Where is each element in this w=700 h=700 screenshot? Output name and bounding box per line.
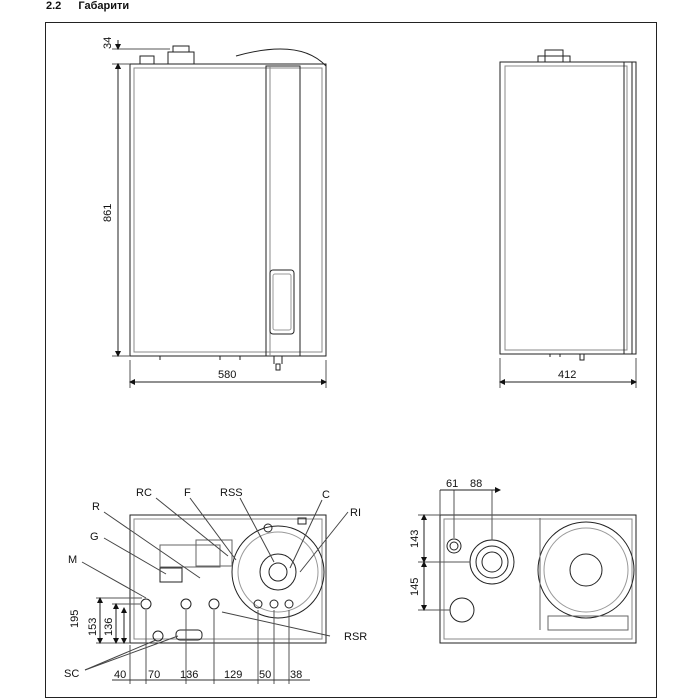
bottom-view — [81, 497, 349, 684]
figure-frame — [45, 22, 657, 698]
dim-136-horizontal: 136 — [180, 669, 198, 681]
pipe-R — [208, 598, 220, 610]
bottom-outline — [129, 514, 327, 644]
section-number: 2.2 — [46, 0, 62, 12]
label-RC: RC — [136, 487, 152, 499]
label-F: F — [184, 487, 191, 499]
pipe-F — [269, 599, 279, 609]
pipe-G — [180, 598, 192, 610]
display-window — [269, 269, 295, 335]
dim-34: 34 — [102, 37, 114, 49]
boiler-body-front — [129, 63, 327, 357]
dim-153: 153 — [87, 618, 99, 636]
label-C: C — [322, 489, 330, 501]
dim-136-vertical: 136 — [103, 618, 115, 636]
section-heading: 2.2 Габарити — [46, 0, 129, 14]
dim-143: 143 — [409, 530, 421, 548]
label-RI: RI — [350, 507, 361, 519]
dim-61: 61 — [446, 478, 458, 490]
pipe-RSS — [253, 599, 263, 609]
dim-580: 580 — [218, 369, 236, 381]
top-fan-housing — [537, 521, 635, 619]
label-RSR: RSR — [344, 631, 367, 643]
top-connection-small — [446, 538, 462, 554]
dim-38: 38 — [290, 669, 302, 681]
side-view — [499, 49, 637, 388]
front-view — [112, 40, 327, 388]
label-SC: SC — [64, 668, 79, 680]
label-M: M — [68, 554, 77, 566]
drain-slot — [175, 629, 203, 641]
section-title: Габарити — [78, 0, 130, 12]
flue-outlet — [167, 51, 195, 65]
dim-40: 40 — [114, 669, 126, 681]
dim-412: 412 — [558, 369, 576, 381]
pipe-C — [284, 599, 294, 609]
dim-50: 50 — [259, 669, 271, 681]
top-connection-large — [449, 597, 475, 623]
label-RSS: RSS — [220, 487, 243, 499]
condensate-outlet — [152, 630, 164, 642]
label-G: G — [90, 531, 99, 543]
dim-861: 861 — [102, 204, 114, 222]
dim-129: 129 — [224, 669, 242, 681]
front-door-panel — [265, 65, 301, 357]
label-R: R — [92, 501, 100, 513]
dim-88: 88 — [470, 478, 482, 490]
dim-145: 145 — [409, 578, 421, 596]
top-view — [418, 487, 637, 644]
dim-70: 70 — [148, 669, 160, 681]
pipe-M — [140, 598, 152, 610]
dim-195: 195 — [69, 610, 81, 628]
boiler-body-side — [499, 61, 633, 355]
valve-block — [159, 567, 183, 583]
flue-outlet-top — [469, 539, 515, 585]
top-outline — [439, 514, 637, 644]
fan-housing — [231, 525, 325, 619]
